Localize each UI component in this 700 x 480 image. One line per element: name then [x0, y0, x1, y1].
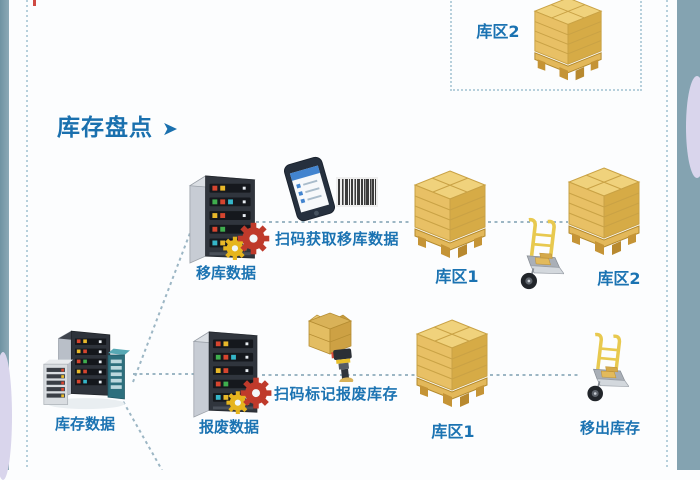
title-arrow-icon: ➤ — [162, 118, 179, 140]
scrap-zone1-label: 库区1 — [431, 422, 475, 441]
left-decorative-blob — [0, 352, 12, 480]
right-dotted-border — [666, 0, 668, 470]
handtruck-icon — [510, 216, 564, 292]
moveout-label: 移出库存 — [579, 419, 640, 437]
page-title-text: 库存盘点 — [57, 115, 153, 141]
barcode-icon — [336, 177, 378, 207]
red-tick-mark — [33, 0, 36, 6]
inventory-data-label: 库存数据 — [54, 415, 115, 433]
right-background-strip — [677, 0, 700, 470]
transfer-action-label: 扫码获取移库数据 — [275, 230, 400, 248]
pallet-icon — [410, 169, 490, 263]
handtruck-icon — [577, 331, 629, 404]
pallet-icon — [564, 166, 644, 260]
smartphone-icon — [280, 153, 338, 224]
transfer-server-label: 移库数据 — [195, 264, 256, 282]
scrap-server-label: 报废数据 — [198, 418, 259, 436]
zone2-dashed-box — [450, 0, 642, 91]
pallet-icon — [412, 318, 492, 412]
page-title: 库存盘点 ➤ — [57, 108, 179, 142]
server-gears-icon — [186, 170, 276, 266]
server-cluster-icon — [40, 322, 132, 410]
left-background-strip — [0, 0, 9, 470]
box-scanner-icon — [297, 308, 363, 382]
left-dotted-border — [26, 0, 28, 470]
transfer-zone2-label: 库区2 — [597, 269, 641, 288]
zone2-top-label: 库区2 — [476, 22, 520, 41]
scrap-action-label: 扫码标记报废库存 — [274, 385, 399, 403]
pallet-icon — [530, 0, 606, 85]
transfer-zone1-label: 库区1 — [435, 267, 479, 286]
server-gears-icon — [190, 326, 278, 420]
right-decorative-blob — [686, 76, 700, 178]
